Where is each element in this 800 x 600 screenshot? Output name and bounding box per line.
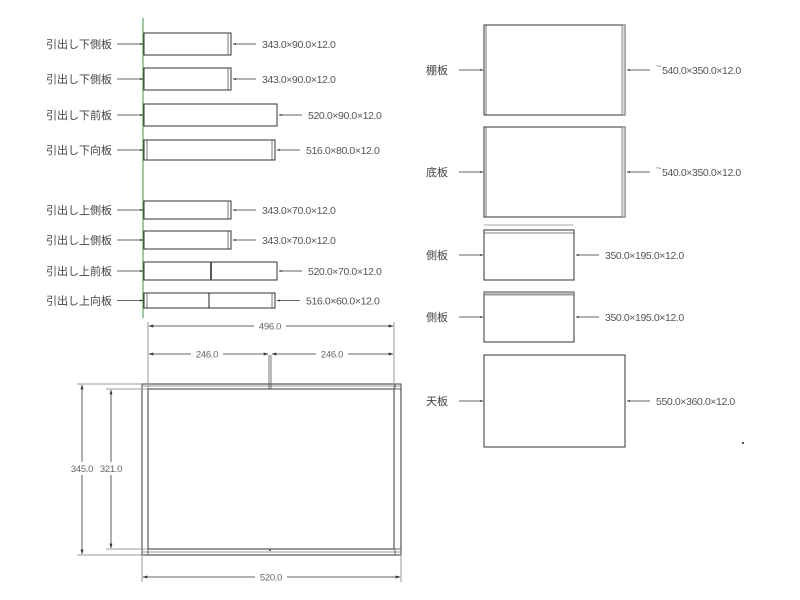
- drawer-part: 引出し下向板 516.0×80.0×12.0: [46, 139, 380, 161]
- dim-left-bay: 246.0: [196, 350, 218, 361]
- part-size: 343.0×90.0×12.0: [262, 74, 336, 86]
- drawer-parts-list: 引出し下側板 343.0×90.0×12.0 引出し下側板 343.0×90.0×12…: [46, 32, 382, 309]
- part-outline: [143, 67, 232, 91]
- dim-outer-depth: 345.0: [71, 464, 93, 475]
- panel-part: 側板 350.0×195.0×12.0: [426, 229, 685, 281]
- drawer-part: 引出し上前板 520.0×70.0×12.0: [46, 261, 382, 281]
- part-label: 側板: [426, 310, 448, 324]
- drawer-part: 引出し下側板 343.0×90.0×12.0: [46, 67, 336, 91]
- dim-inner-depth: 321.0: [100, 464, 122, 475]
- size-prefix-mark: ~: [656, 163, 662, 174]
- part-label: 引出し上側板: [46, 233, 112, 247]
- panel-part: 棚板 ~540.0×350.0×12.0: [426, 24, 742, 116]
- plan-corner-tr: [394, 383, 402, 390]
- panel-part: 底板 ~540.0×350.0×12.0: [426, 126, 742, 218]
- part-outline: [143, 32, 232, 56]
- drawer-part: 引出し上向板 516.0×60.0×12.0: [46, 292, 380, 309]
- part-size: 350.0×195.0×12.0: [605, 312, 684, 324]
- dim-outer-width: 520.0: [260, 573, 282, 584]
- part-size: 350.0×195.0×12.0: [605, 250, 684, 262]
- panel-part: 天板 550.0×360.0×12.0: [426, 354, 736, 448]
- part-size: 343.0×70.0×12.0: [262, 235, 336, 247]
- dim-total-inner: 496.0: [259, 322, 281, 333]
- part-label: 引出し下側板: [46, 37, 112, 51]
- part-label: 引出し下前板: [46, 108, 112, 122]
- part-size: 520.0×70.0×12.0: [308, 266, 382, 278]
- panel-part: 側板 350.0×195.0×12.0: [426, 291, 685, 343]
- part-size: 520.0×90.0×12.0: [308, 110, 382, 122]
- part-label: 引出し上前板: [46, 264, 112, 278]
- part-label: 引出し下側板: [46, 72, 112, 86]
- part-size: 343.0×90.0×12.0: [262, 39, 336, 51]
- part-outline: [483, 126, 626, 218]
- part-outline: [483, 229, 575, 281]
- part-outline: [483, 291, 575, 343]
- part-label: 底板: [426, 165, 448, 179]
- part-label: 天板: [426, 394, 448, 408]
- stray-dot: [742, 442, 744, 444]
- drawer-part: 引出し下側板 343.0×90.0×12.0: [46, 32, 336, 56]
- size-prefix-mark: ~: [656, 61, 662, 72]
- part-label: 側板: [426, 248, 448, 262]
- part-label: 棚板: [426, 63, 448, 77]
- part-size: 540.0×350.0×12.0: [662, 167, 741, 179]
- plan-corner-br: [394, 548, 402, 556]
- part-label: 引出し上向板: [46, 294, 112, 308]
- plan-inner-frame: [147, 388, 395, 550]
- part-label: 引出し下向板: [46, 143, 112, 157]
- part-size: 343.0×70.0×12.0: [262, 205, 336, 217]
- part-outline: [483, 354, 626, 448]
- drawer-part: 引出し下前板 520.0×90.0×12.0: [46, 103, 382, 127]
- dim-right-bay: 246.0: [321, 350, 343, 361]
- part-size: 516.0×80.0×12.0: [306, 145, 380, 157]
- part-outline: [143, 200, 232, 220]
- part-size: 516.0×60.0×12.0: [306, 296, 380, 308]
- drawer-part: 引出し上側板 343.0×70.0×12.0: [46, 200, 336, 220]
- part-outline: [143, 103, 278, 127]
- part-outline: [483, 24, 626, 116]
- part-size: 540.0×350.0×12.0: [662, 65, 741, 77]
- drawer-part: 引出し上側板 343.0×70.0×12.0: [46, 230, 336, 250]
- plan-view: 496.0 246.0 246.0 345.0 321.0 520.0: [68, 320, 402, 584]
- part-size: 550.0×360.0×12.0: [656, 396, 735, 408]
- panel-parts-list: 棚板 ~540.0×350.0×12.0 底板 ~540.0×350.0×12.0 側板…: [426, 24, 742, 448]
- part-label: 引出し上側板: [46, 203, 112, 217]
- part-outline: [143, 230, 232, 250]
- part-outline: [143, 139, 276, 161]
